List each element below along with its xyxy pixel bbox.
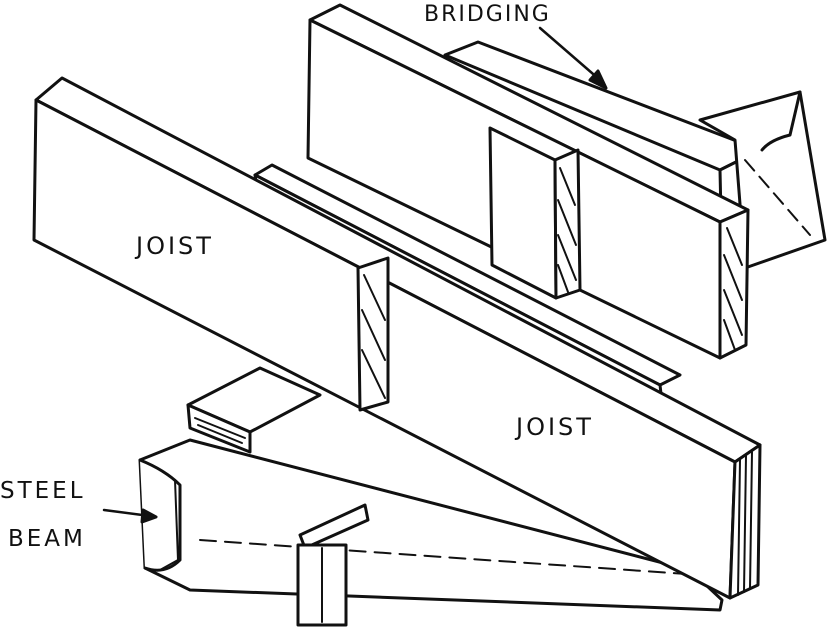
bridging-label: BRIDGING [424,2,551,27]
bridging-arrow [538,26,608,90]
beam-block [186,366,322,454]
steel-beam-label-line2: BEAM [8,526,86,552]
bridging-end-grain [557,167,577,293]
bridging-block [488,126,582,300]
front-joist-end-grain [356,256,390,412]
back-joist-end-grain [723,227,743,351]
joist-label-right: JOIST [516,413,594,441]
steel-beam-label-line1: STEEL [0,478,86,504]
front-joist-end-layers [737,451,753,596]
front-steel-beam [138,438,724,627]
steel-beam-arrow [102,508,158,524]
joist-label-left: JOIST [136,232,214,260]
